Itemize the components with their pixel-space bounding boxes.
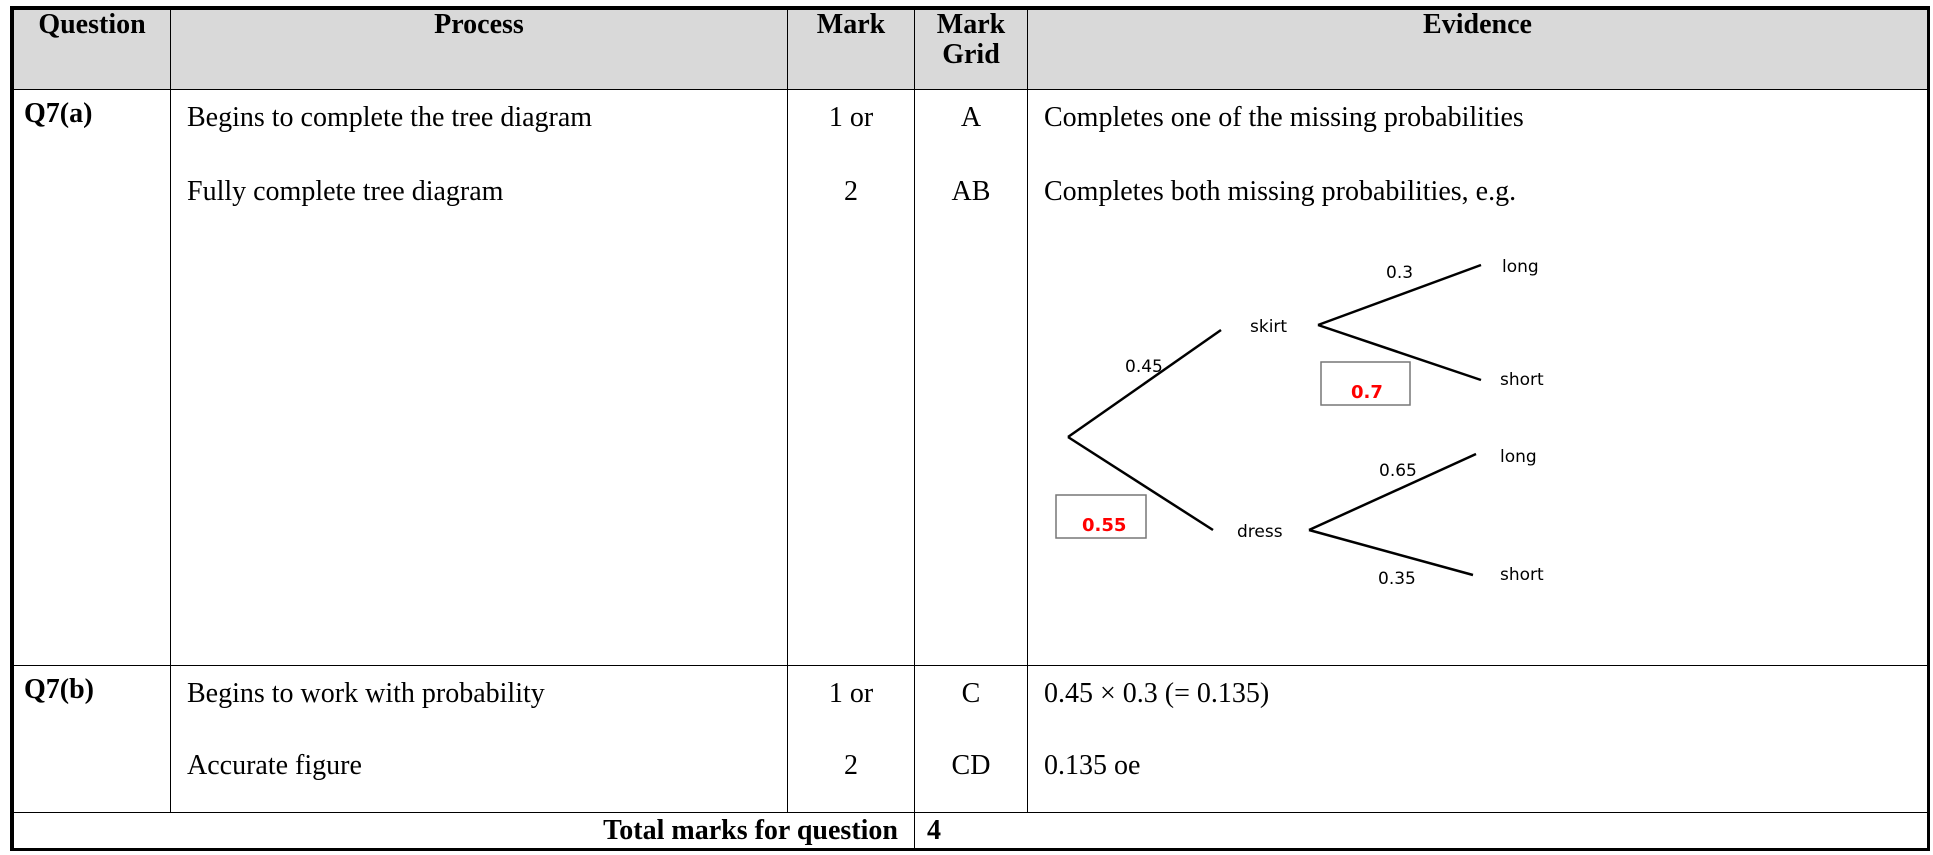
header-process: Process (170, 9, 788, 90)
process-cell: Begins to complete the tree diagram Full… (170, 89, 788, 666)
header-mark-grid-line2: Grid (942, 39, 1000, 70)
grid-cell: A AB (914, 89, 1028, 666)
answer-box-dress (1055, 494, 1147, 539)
tree-diagram-svg: 0.45 0.55 skirt dress 0.3 0.7 0.65 0.35 … (1055, 257, 1544, 589)
evidence-line: 0.135 oe (1044, 750, 1141, 781)
evidence-line: Completes both missing probabilities, e.… (1044, 176, 1517, 207)
total-label: Total marks for question (13, 812, 915, 849)
table-row: Q7(b) Begins to work with probability Ac… (13, 665, 1928, 813)
label-dress-long: long (1500, 447, 1537, 467)
mark-value: 2 (844, 176, 858, 207)
total-value: 4 (914, 812, 1928, 849)
branch-skirt (1067, 328, 1222, 439)
process-line: Fully complete tree diagram (187, 176, 504, 207)
evidence-cell: Completes one of the missing probabiliti… (1027, 89, 1928, 666)
label-p-skirt-short: 0.7 (1351, 382, 1383, 403)
mark-scheme-table: Question Process Mark Mark Grid Evidence… (13, 9, 1928, 849)
branch-skirt-long (1317, 263, 1482, 327)
label-p-skirt: 0.45 (1125, 357, 1163, 377)
grid-value: AB (951, 176, 991, 207)
branch-skirt-short (1317, 323, 1482, 382)
mark-value: 1 or (828, 678, 874, 709)
label-skirt-long: long (1502, 257, 1539, 277)
label-skirt: skirt (1250, 317, 1287, 337)
label-skirt-short: short (1500, 370, 1544, 390)
branch-dress-short (1308, 528, 1474, 577)
mark-cell: 1 or 2 (787, 89, 915, 666)
header-question: Question (13, 9, 171, 90)
grid-value: C (961, 678, 981, 709)
header-mark-grid: Mark Grid (914, 9, 1028, 90)
total-row: Total marks for question 4 (13, 812, 1928, 849)
mark-scheme-sheet: Question Process Mark Mark Grid Evidence… (10, 6, 1930, 851)
process-line: Begins to complete the tree diagram (187, 102, 593, 133)
label-p-dress-short: 0.35 (1378, 569, 1416, 589)
header-row: Question Process Mark Mark Grid Evidence (13, 9, 1928, 90)
header-evidence: Evidence (1027, 9, 1928, 90)
evidence-line: 0.45 × 0.3 (= 0.135) (1044, 678, 1270, 709)
process-line: Accurate figure (187, 750, 362, 781)
header-mark-grid-line1: Mark (936, 9, 1006, 40)
evidence-cell: 0.45 × 0.3 (= 0.135) 0.135 oe (1027, 665, 1928, 813)
mark-cell: 1 or 2 (787, 665, 915, 813)
grid-value: CD (951, 750, 991, 781)
table-row: Q7(a) Begins to complete the tree diagra… (13, 89, 1928, 666)
process-line: Begins to work with probability (187, 678, 545, 709)
process-cell: Begins to work with probability Accurate… (170, 665, 788, 813)
label-p-dress: 0.55 (1082, 515, 1126, 536)
branch-dress-long (1308, 452, 1477, 532)
label-dress: dress (1237, 522, 1283, 542)
question-cell: Q7(a) (13, 89, 171, 666)
answer-box-skirt-short (1320, 361, 1411, 406)
tree-diagram: 0.45 0.55 skirt dress 0.3 0.7 0.65 0.35 … (1028, 210, 1928, 630)
grid-value: A (960, 102, 982, 133)
evidence-line: Completes one of the missing probabiliti… (1044, 102, 1524, 133)
header-mark: Mark (787, 9, 915, 90)
grid-cell: C CD (914, 665, 1028, 813)
label-p-skirt-long: 0.3 (1386, 263, 1413, 283)
question-cell: Q7(b) (13, 665, 171, 813)
label-p-dress-long: 0.65 (1379, 461, 1417, 481)
label-dress-short: short (1500, 565, 1544, 585)
mark-value: 1 or (828, 102, 874, 133)
mark-value: 2 (844, 750, 858, 781)
branch-dress (1067, 435, 1214, 532)
